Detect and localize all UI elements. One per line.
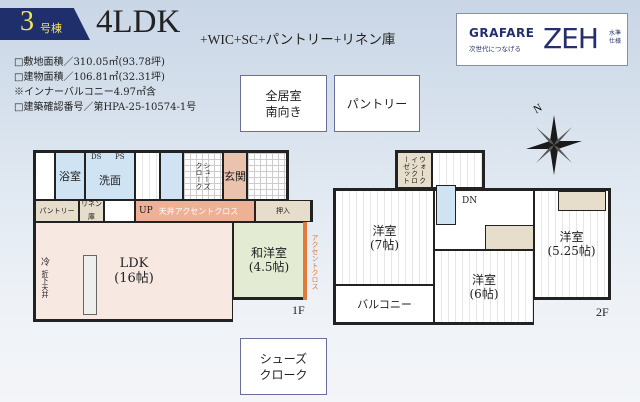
lowered-ceiling-label: 折下天井: [41, 270, 49, 298]
compass-north-label: N: [532, 102, 545, 116]
hall-ceiling-accent: UP 天井アクセントクロス: [135, 200, 255, 222]
logo-mark-note: 水準 仕様: [609, 30, 622, 45]
room-balcony: バルコニー: [333, 285, 434, 325]
room-entrance: 玄関: [223, 150, 247, 200]
logo-brand: GRAFARE: [469, 26, 535, 40]
bathtub: [33, 150, 55, 200]
room-ldk: LDK (16帖): [33, 222, 233, 322]
hall-washroom: [104, 200, 135, 222]
ds-label: DS: [91, 153, 102, 161]
floor-plan-1f: 浴室 洗面 DS PS シューズクローク 玄関 パントリー リネン庫 UP 天井…: [33, 150, 319, 323]
room-washroom: 洗面: [85, 150, 135, 200]
dn-label: DN: [462, 196, 478, 206]
fridge-label: 冷: [41, 258, 51, 268]
ps-label: PS: [115, 153, 125, 161]
room-linen: リネン庫: [79, 200, 104, 222]
building-suffix: 号棟: [40, 22, 62, 35]
room-toilet-2f: [436, 185, 456, 225]
spec-building-area: □建物面積／106.81㎡(32.31坪): [14, 72, 165, 83]
accent-cloth-label: アクセントクロス: [311, 234, 319, 290]
building-badge: 3 号棟: [0, 8, 90, 40]
room-toilet: [160, 150, 183, 200]
closet-525: [558, 191, 606, 211]
room-bath: 浴室: [55, 150, 85, 200]
floor-label-1f: 1F: [292, 303, 305, 317]
logo-tagline: 次世代につなげる: [469, 45, 521, 53]
spec-balcony-note: ※インナーバルコニー4.97㎡含: [14, 87, 156, 98]
accent-wall: [303, 222, 307, 300]
floor-plan-2f: ウォークインクローゼット 洋室 (7帖) バルコニー DN 洋室 (6帖) 洋室…: [333, 150, 613, 326]
room-western-7: 洋室 (7帖): [333, 188, 434, 285]
stairs: [135, 150, 160, 200]
layout-extras: +WIC+SC+パントリー+リネン庫: [200, 32, 396, 47]
room-wic: ウォークインクローゼット: [395, 150, 432, 188]
spec-permit-number: □建築確認番号／第HPA-25-10574-1号: [14, 102, 197, 113]
logo-mark: ZEH: [543, 22, 599, 55]
room-pantry: パントリー: [33, 200, 79, 222]
room-western-6: 洋室 (6帖): [434, 250, 534, 325]
spec-site-area: □敷地面積／310.05㎡(93.78坪): [14, 57, 165, 68]
kitchen-counter: [83, 255, 97, 315]
closet-6: [485, 225, 534, 250]
ceiling-accent-label: 天井アクセントクロス: [158, 206, 239, 216]
entrance-porch: [247, 150, 289, 200]
feature-pantry: パントリー: [334, 75, 420, 132]
feature-shoes-cloak: シューズ クローク: [240, 338, 327, 395]
building-number: 3: [20, 6, 34, 37]
shoes-cloak-label: シューズクローク: [195, 162, 211, 190]
grafare-zeh-logo: GRAFARE 次世代につなげる ZEH 水準 仕様: [456, 13, 628, 66]
room-closet: 押入: [255, 200, 313, 222]
feature-south-facing: 全居室 南向き: [240, 75, 327, 132]
layout-title: 4LDK: [96, 4, 181, 40]
room-japanese: 和洋室 (4.5帖): [233, 222, 305, 300]
wic-label: ウォークインクローゼット: [402, 156, 427, 184]
compass-rose-icon: N: [526, 102, 582, 175]
up-label: UP: [139, 205, 153, 216]
stairs-2f: [432, 150, 485, 188]
floor-label-2f: 2F: [596, 305, 609, 319]
room-shoes-cloak: シューズクローク: [183, 150, 223, 200]
